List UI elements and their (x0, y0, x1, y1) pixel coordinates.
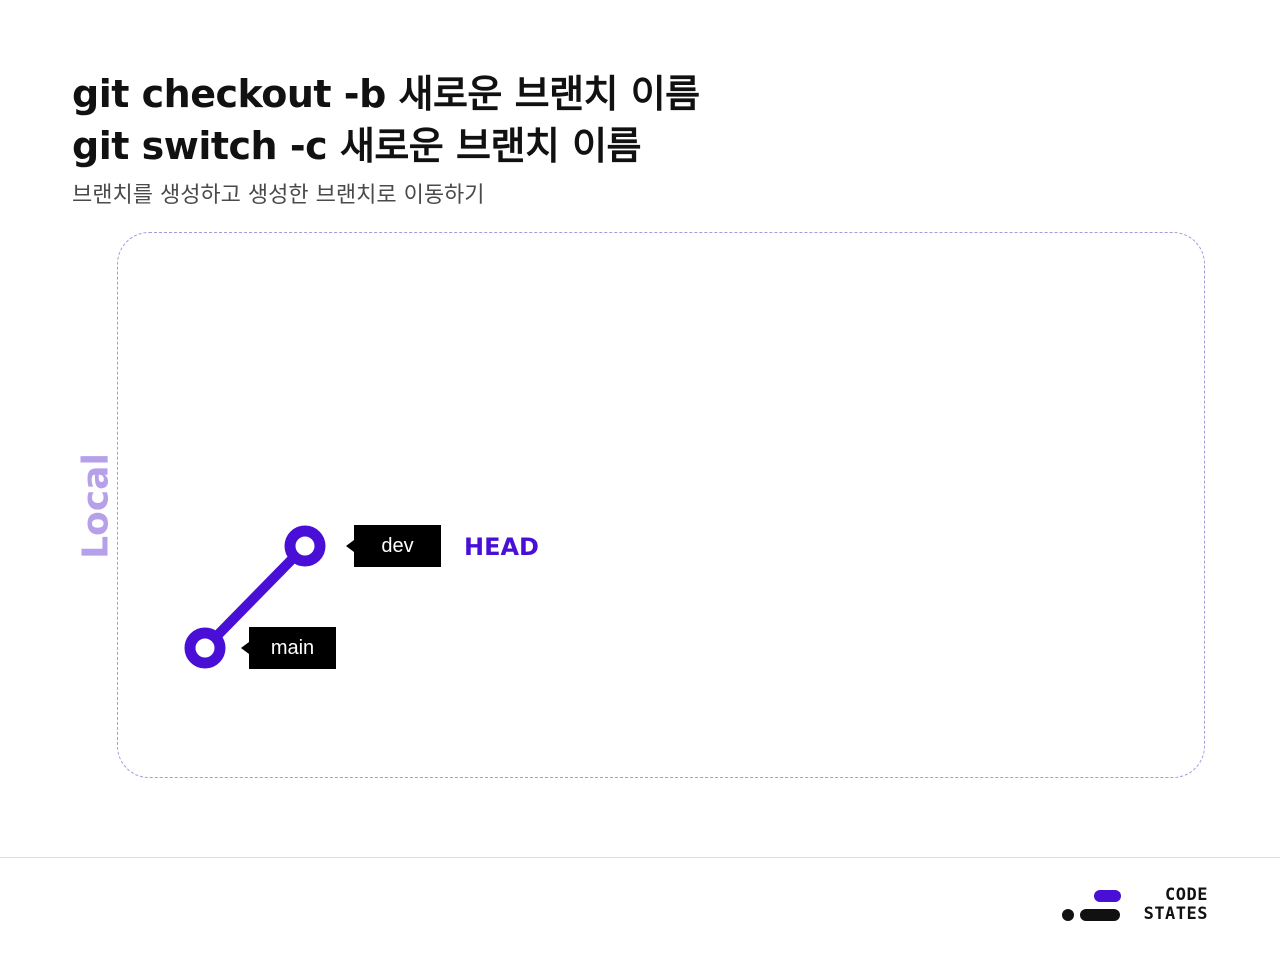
logo-text: CODE STATES (1132, 886, 1208, 924)
page-subtitle: 브랜치를 생성하고 생성한 브랜치로 이동하기 (72, 183, 485, 208)
code-states-logo-icon (1060, 886, 1124, 926)
local-area-label: Local (75, 453, 117, 559)
page-title-line-1: git checkout -b 새로운 브랜치 이름 (72, 72, 700, 116)
logo-text-line-1: CODE (1165, 885, 1208, 905)
footer-divider (0, 857, 1280, 858)
branch-tag-main: main (241, 627, 336, 669)
code-states-logo: CODE STATES (1060, 886, 1210, 930)
page-title-line-2: git switch -c 새로운 브랜치 이름 (72, 124, 642, 168)
head-pointer-label: HEAD (464, 533, 539, 561)
logo-text-line-2: STATES (1143, 904, 1208, 924)
local-repository-area (117, 232, 1205, 778)
branch-tag-dev: dev (346, 525, 441, 567)
